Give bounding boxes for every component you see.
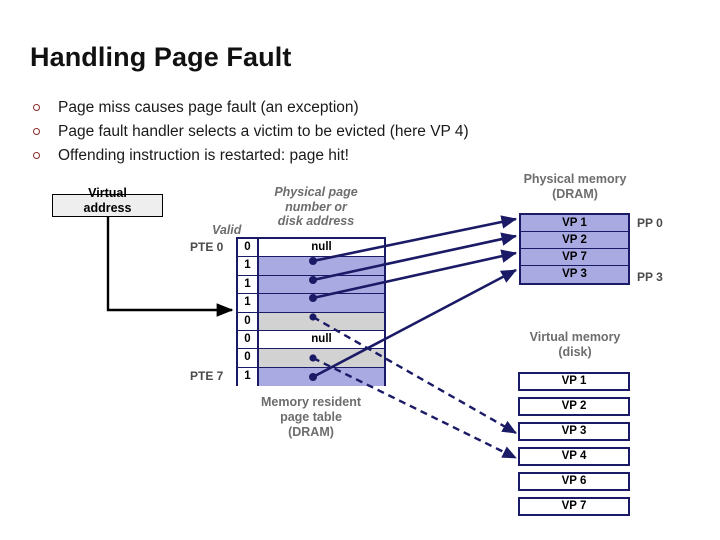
page-title: Handling Page Fault bbox=[30, 42, 292, 72]
page-table-row: 0 bbox=[238, 349, 384, 368]
virtual-memory-caption-line-1: Virtual memory bbox=[529, 330, 621, 344]
page-table-caption-line-2: page table bbox=[280, 410, 342, 424]
disk-page-box: VP 4 bbox=[518, 447, 630, 466]
list-item-label: Offending instruction is restarted: page… bbox=[58, 147, 349, 164]
pte-valid-bit: 0 bbox=[238, 312, 259, 330]
bullet-list: Page miss causes page fault (an exceptio… bbox=[30, 96, 690, 168]
physical-frame: VP 1 bbox=[521, 215, 628, 232]
pte-valid-bit: 0 bbox=[238, 349, 259, 367]
pp-last-label: PP 3 bbox=[637, 270, 663, 284]
bullet-circle-icon bbox=[33, 152, 40, 159]
pte-valid-bit: 1 bbox=[238, 294, 259, 312]
page-table-row: 0 bbox=[238, 312, 384, 331]
physical-frame: VP 3 bbox=[562, 267, 587, 280]
virtual-address-line-2: address bbox=[83, 201, 132, 215]
disk-page-box: VP 7 bbox=[518, 497, 630, 516]
pte-valid-bit: 1 bbox=[238, 367, 259, 387]
virtual-memory-caption: Virtual memory (disk) bbox=[495, 330, 655, 360]
list-item: Offending instruction is restarted: page… bbox=[30, 144, 690, 168]
physical-frame: VP 7 bbox=[521, 249, 628, 266]
bullet-circle-icon bbox=[33, 104, 40, 111]
page-table-row: 1 bbox=[238, 257, 384, 276]
disk-page-box: VP 3 bbox=[518, 422, 630, 441]
list-item: Page miss causes page fault (an exceptio… bbox=[30, 96, 690, 120]
virtual-address-box bbox=[52, 194, 163, 217]
page-table-caption-line-3: (DRAM) bbox=[288, 425, 334, 439]
pte-valid-bit: 1 bbox=[238, 275, 259, 294]
page-table-caption: Memory resident page table (DRAM) bbox=[248, 395, 374, 440]
pte-valid-bit: 0 bbox=[238, 239, 259, 257]
physical-memory-caption-line-2: (DRAM) bbox=[552, 187, 598, 201]
physical-memory-caption-line-1: Physical memory bbox=[523, 172, 627, 186]
pte-first-label: PTE 0 bbox=[190, 240, 224, 254]
virtual-memory-caption-line-2: (disk) bbox=[558, 345, 592, 359]
page-table-row: 1 bbox=[238, 275, 384, 295]
physical-memory-caption: Physical memory (DRAM) bbox=[495, 172, 655, 202]
pte-valid-bit: 0 bbox=[238, 330, 259, 349]
ppn-header-line-3: disk address bbox=[277, 214, 355, 228]
page-table-row: 1 bbox=[238, 367, 384, 387]
valid-column-header: Valid bbox=[212, 223, 242, 237]
physical-frame: VP 2 bbox=[521, 232, 628, 249]
pte-last-label: PTE 7 bbox=[190, 369, 224, 383]
pte-value bbox=[259, 275, 384, 294]
pte-value bbox=[259, 367, 384, 387]
page-table-caption-line-1: Memory resident bbox=[260, 395, 362, 409]
list-item-label: Page fault handler selects a victim to b… bbox=[58, 123, 469, 140]
pte-value: null bbox=[259, 330, 384, 349]
disk-page-box: VP 1 bbox=[518, 372, 630, 391]
ppn-column-header: Physical page number or disk address bbox=[256, 185, 376, 229]
disk-page-box: VP 2 bbox=[518, 397, 630, 416]
pte-value bbox=[259, 257, 384, 275]
pte-valid-bit: 1 bbox=[238, 257, 259, 275]
pte-value: null bbox=[259, 239, 384, 257]
list-item-label: Page miss causes page fault (an exceptio… bbox=[58, 99, 359, 116]
virtual-address-line-1: Virtual bbox=[88, 186, 127, 200]
pte-value bbox=[259, 349, 384, 367]
page-table-row: 1 bbox=[238, 294, 384, 313]
pte-value bbox=[259, 312, 384, 330]
list-item: Page fault handler selects a victim to b… bbox=[30, 120, 690, 144]
virtual-address-label: Virtual address bbox=[52, 186, 163, 216]
bullet-circle-icon bbox=[33, 128, 40, 135]
ppn-header-line-1: Physical page bbox=[274, 185, 358, 199]
disk-page-box: VP 6 bbox=[518, 472, 630, 491]
pte-value bbox=[259, 294, 384, 312]
pp-first-label: PP 0 bbox=[637, 216, 663, 230]
ppn-header-line-2: number or bbox=[285, 199, 347, 214]
